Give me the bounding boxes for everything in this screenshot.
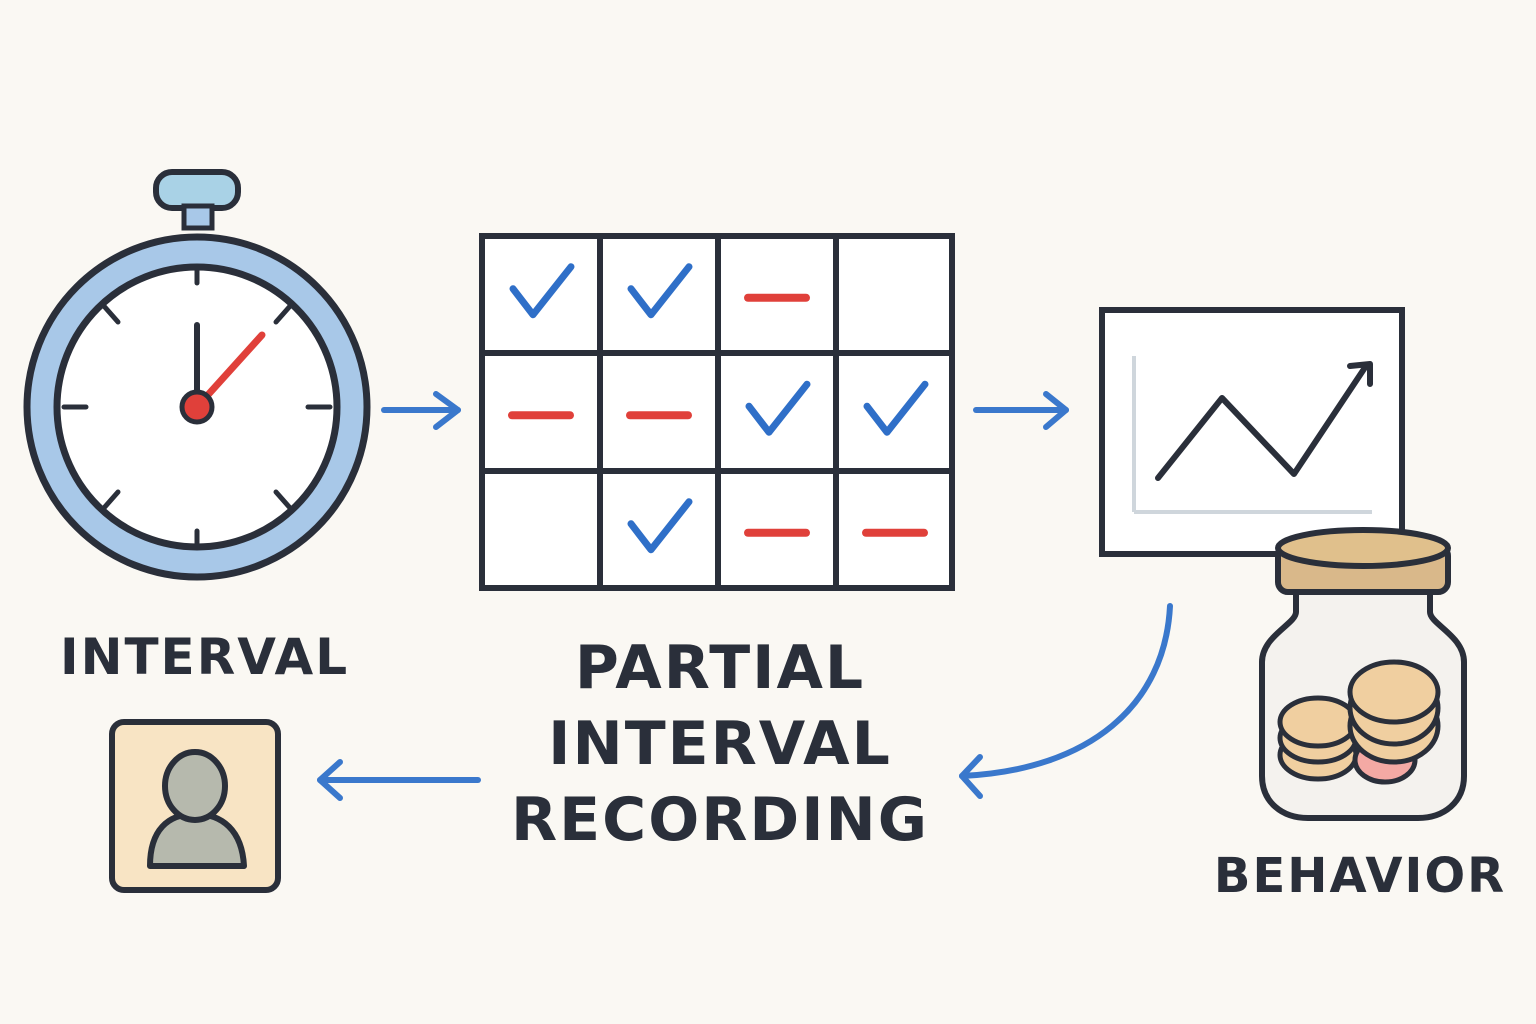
trend-chart-icon bbox=[1099, 307, 1405, 557]
check-mark-icon bbox=[627, 498, 693, 554]
behavior-label: BEHAVIOR bbox=[1213, 848, 1507, 904]
arrow-left-icon bbox=[317, 759, 481, 801]
check-mark-icon bbox=[627, 263, 693, 319]
arrow-right-icon bbox=[381, 391, 461, 430]
title-line: RECORDING bbox=[510, 785, 930, 855]
check-mark-icon bbox=[509, 263, 575, 319]
title-line: INTERVAL bbox=[548, 709, 892, 779]
recording-grid bbox=[479, 233, 955, 591]
check-mark-icon bbox=[745, 380, 811, 436]
check-mark-icon bbox=[863, 380, 929, 436]
interval-label: INTERVAL bbox=[60, 628, 350, 686]
person-avatar-icon bbox=[109, 719, 281, 893]
title-line: PARTIAL bbox=[574, 633, 866, 703]
diagram-title: PARTIAL INTERVAL RECORDING bbox=[470, 630, 970, 858]
curved-arrow-icon bbox=[959, 603, 1173, 799]
stopwatch-icon bbox=[23, 169, 371, 581]
arrow-right-icon bbox=[973, 391, 1069, 430]
token-jar-icon bbox=[1259, 527, 1467, 821]
